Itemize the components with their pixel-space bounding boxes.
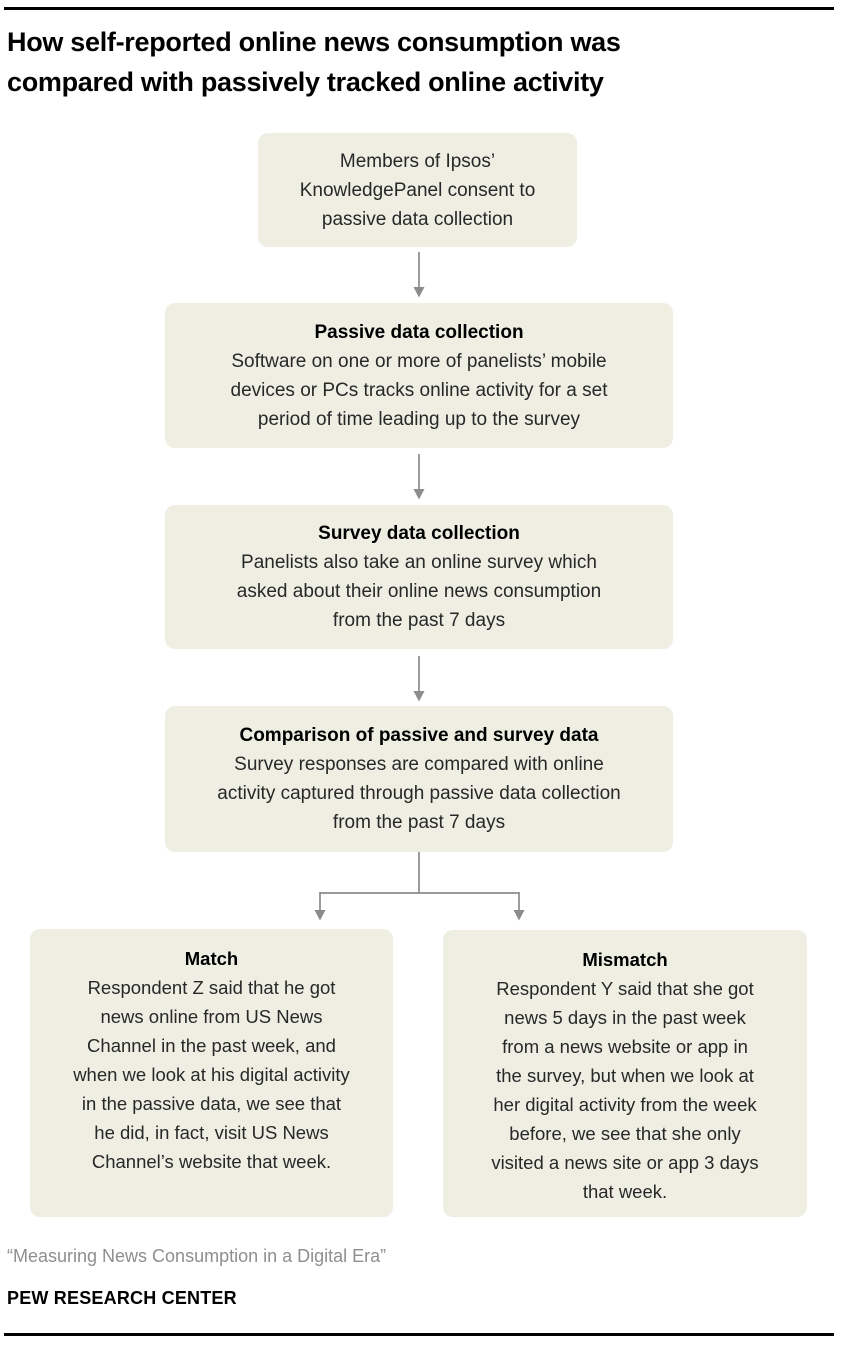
org-name: PEW RESEARCH CENTER [7,1288,237,1308]
flow-box-passive-collection-heading: Passive data collection [314,321,524,343]
flow-box-passive-collection-text: Software on one or more of panelists’ mo… [230,350,608,430]
figure-title: How self-reported online news consumptio… [7,27,621,97]
arrow-down-icon [413,656,425,702]
flow-box-survey-collection-heading: Survey data collection [318,523,520,544]
flow-box-consent-text: Members of Ipsos’ KnowledgePanel consent… [299,150,536,230]
flow-box-consent: Members of Ipsos’ KnowledgePanel consent… [258,133,577,247]
flow-box-comparison: Comparison of passive and survey data Su… [165,706,673,852]
flow-box-survey-collection: Survey data collection Panelists also ta… [165,505,673,649]
arrow-down-icon [413,454,425,500]
flow-box-passive-collection: Passive data collection Software on one … [165,303,673,448]
flow-box-match-heading: Match [184,948,239,969]
arrow-down-icon [413,252,425,298]
flow-box-comparison-heading: Comparison of passive and survey data [239,725,599,746]
source-citation: “Measuring News Consumption in a Digital… [7,1246,387,1266]
branch-arrows-icon [314,852,525,921]
flow-box-survey-collection-text: Panelists also take an online survey whi… [236,552,602,631]
flow-box-mismatch: Mismatch Respondent Y said that she got … [443,930,807,1217]
flow-box-match: Match Respondent Z said that he got news… [30,929,393,1217]
top-rule [4,7,834,10]
bottom-rule [4,1333,834,1336]
flow-box-match-text: Respondent Z said that he got news onlin… [73,977,350,1172]
flow-box-mismatch-heading: Mismatch [582,949,668,970]
flow-box-mismatch-text: Respondent Y said that she got news 5 da… [491,978,759,1202]
flow-box-comparison-text: Survey responses are compared with onlin… [217,754,621,833]
